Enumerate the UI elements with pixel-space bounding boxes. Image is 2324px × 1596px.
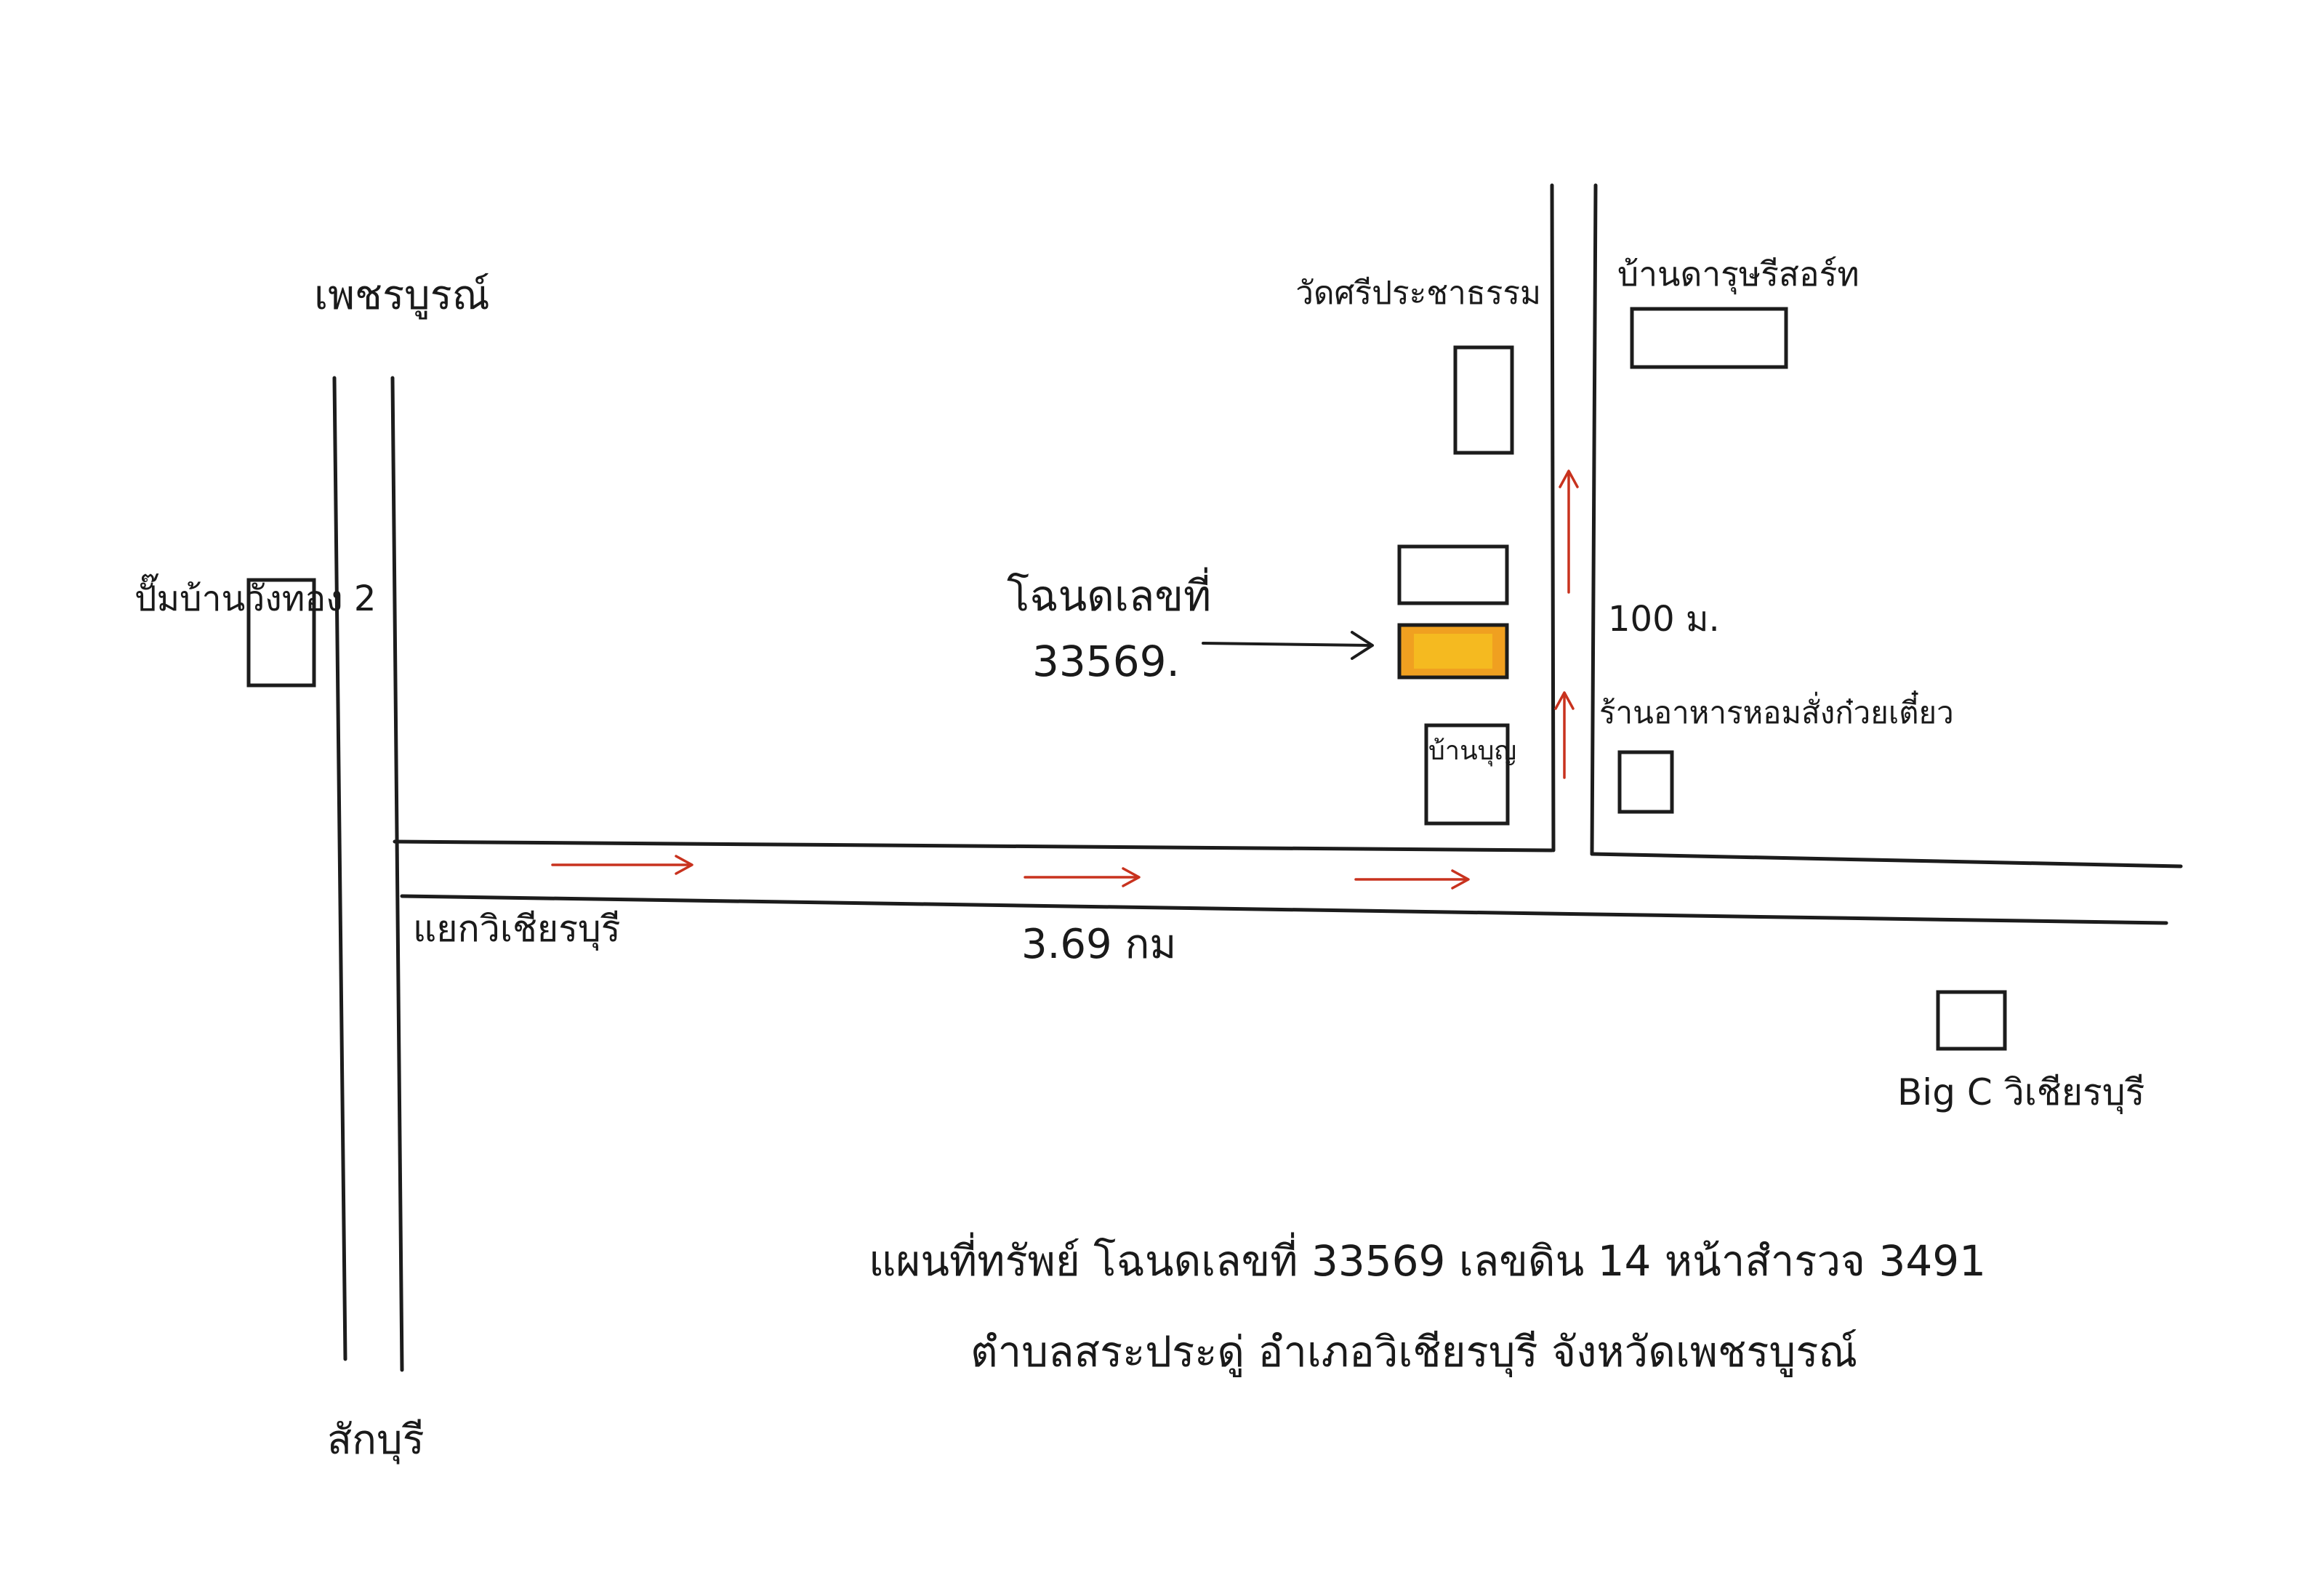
label-north-destination: เพชรบูรณ์ <box>314 272 490 320</box>
label-distance-side: 100 ม. <box>1608 599 1720 640</box>
temple-building <box>1453 345 1514 455</box>
plot-pointer-arrow <box>1202 631 1374 660</box>
route-arrows <box>551 469 1579 890</box>
route-arrow-1 <box>551 855 693 875</box>
label-distance-main: 3.69 กม <box>1021 921 1176 968</box>
label-big-c: Big C วิเชียรบุรี <box>1897 1071 2144 1114</box>
label-temple: วัดศรีประชาธรรม <box>1295 275 1541 312</box>
label-gas-station: ปั๊มบ้านวังทอง 2 <box>134 573 376 619</box>
label-neighbor-house: บ้านบุญ <box>1428 736 1516 767</box>
label-south-destination: สักบุรี <box>327 1416 425 1464</box>
neighbor-plot-north <box>1397 544 1509 605</box>
highway-left-edge <box>332 376 347 1361</box>
route-arrow-2 <box>1024 867 1141 887</box>
restaurant-building <box>1617 750 1674 814</box>
highway-right-edge <box>390 376 404 1372</box>
side-road-north <box>1550 183 1598 856</box>
road-ew-top-edge-right <box>1590 852 2183 868</box>
label-plot-line2: 33569. <box>1032 637 1180 686</box>
caption-line1: แผนที่ทรัพย์ โฉนดเลขที่ 33569 เลขดิน 14 … <box>869 1232 1986 1286</box>
road-ew-bottom-edge <box>400 894 2168 925</box>
label-restaurant: ร้านอาหารหอมสั่งก๋วยเตี๋ยว <box>1599 690 1954 730</box>
road-east-west <box>393 839 2183 925</box>
label-plot-line1: โฉนดเลขที่ <box>1007 567 1211 621</box>
subject-plot-highlight <box>1414 634 1492 669</box>
label-junction: แยกวิเชียรบุรี <box>413 908 621 951</box>
side-road-right-edge <box>1590 183 1598 856</box>
label-store: บ้านดารุษรีสอร์ท <box>1617 254 1859 295</box>
caption-line2: ตำบลสระประดู่ อำเภอวิเชียรบุรี จังหวัดเพ… <box>970 1327 1857 1378</box>
store-building <box>1630 307 1788 369</box>
gas-station-building <box>246 578 316 688</box>
big-c-building <box>1936 990 2007 1051</box>
route-arrow-5 <box>1559 469 1579 594</box>
route-arrow-3 <box>1354 869 1470 890</box>
road-ew-top-edge-left <box>393 839 1554 853</box>
neighbor-house-building <box>1424 723 1510 826</box>
route-arrow-4 <box>1554 691 1575 779</box>
side-road-left-edge <box>1550 183 1556 853</box>
highway-north-south <box>332 376 404 1372</box>
